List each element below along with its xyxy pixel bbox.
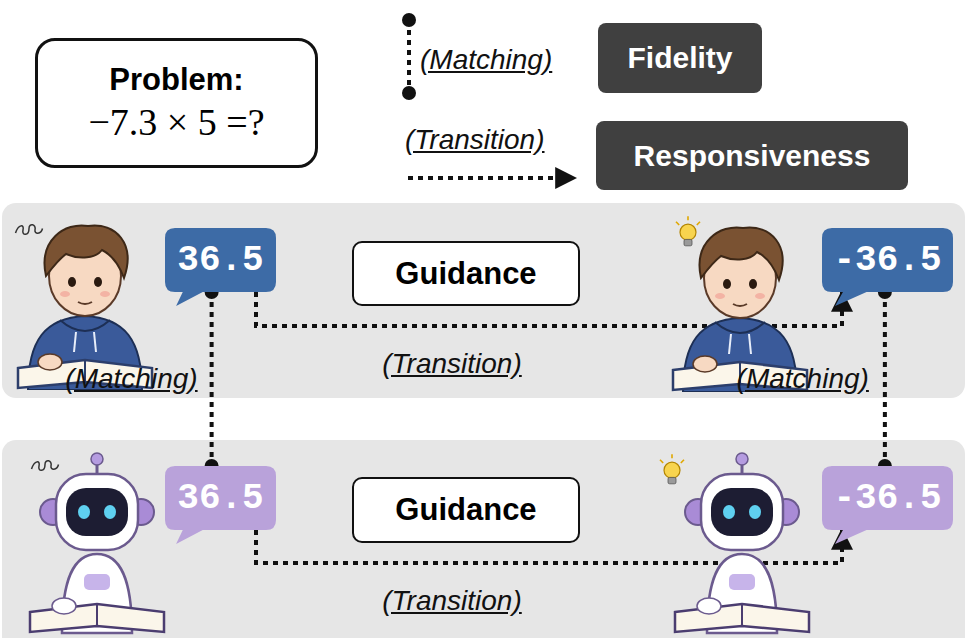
legend-transition-sample [408,176,575,180]
node-text: 36.5 [177,240,263,281]
speech-bubble: -36.5 [822,228,953,292]
matching-connector [883,292,887,466]
node-text: Guidance [395,256,536,292]
guidance-box: Guidance [352,477,580,543]
legend-text: (Transition) [405,124,545,156]
node-text: -36.5 [833,240,941,281]
node-text: Fidelity [627,41,732,75]
lightbulb-icon [676,216,700,246]
node-text: -36.5 [833,478,941,519]
edge-label: (Transition) [382,348,522,380]
node-text: Guidance [395,492,536,528]
bubble-outline [165,466,276,544]
matching-connector [210,292,214,466]
human-band [2,203,965,398]
robot-thinking [30,453,164,633]
edge-label: (Transition) [382,585,522,617]
bubble-outline [822,228,953,306]
bubble-outline [822,466,953,544]
edge-label: (Matching) [737,363,869,395]
node-text: Problem: [109,62,243,98]
node-text: 36.5 [177,478,263,519]
node-text: Responsiveness [634,139,871,173]
speech-bubble: 36.5 [165,228,276,292]
edge-label: (Matching) [65,363,197,395]
lightbulb-icon [660,454,684,484]
node-text: −7.3 × 5 =? [88,100,264,144]
responsiveness-box: Responsiveness [596,121,908,190]
legend-text: (Matching) [420,44,552,76]
speech-bubble: 36.5 [165,466,276,530]
speech-bubble: -36.5 [822,466,953,530]
confusion-squiggle [16,225,43,235]
confusion-squiggle [32,461,59,471]
problem-box: Problem:−7.3 × 5 =? [35,38,318,168]
fidelity-box: Fidelity [598,23,762,93]
guidance-box: Guidance [352,241,580,306]
bubble-outline [165,228,276,306]
robot-band [2,440,965,638]
legend-matching-sample [407,20,411,93]
robot-understanding [675,453,809,633]
